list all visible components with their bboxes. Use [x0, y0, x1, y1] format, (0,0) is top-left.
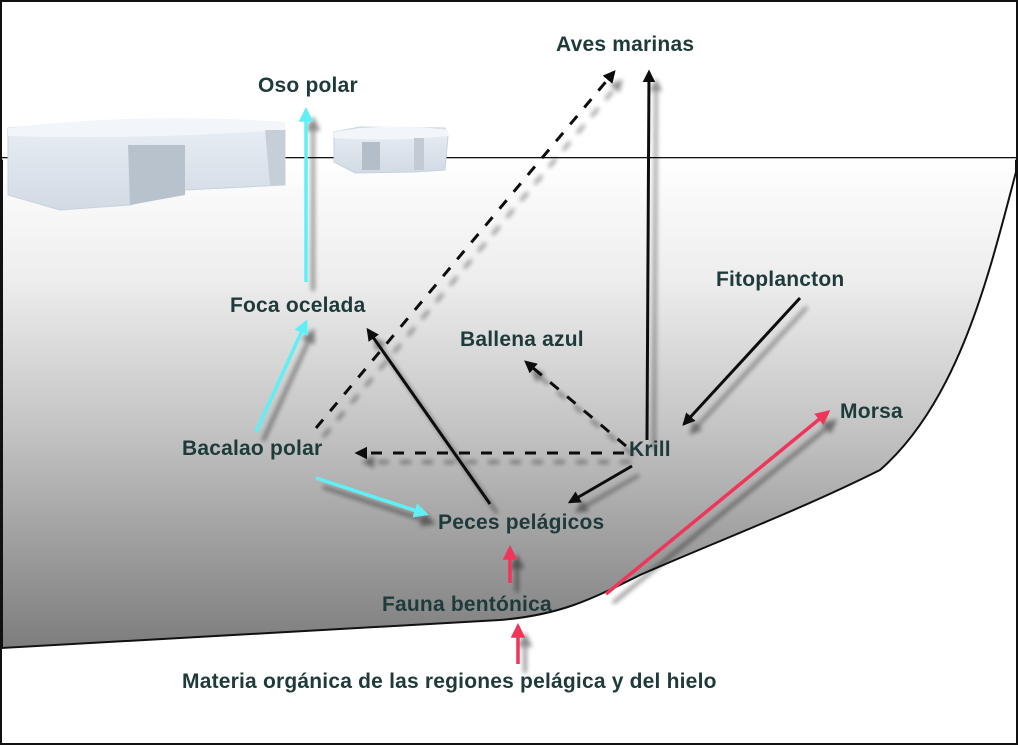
- water-body: [0, 157, 1017, 650]
- label-materia-organica: Materia orgánica de las regiones pelágic…: [182, 670, 717, 693]
- label-peces-pelagicos: Peces pelágicos: [438, 511, 605, 534]
- arrow-peces-pelagicos-to-foca-ocelada: [366, 327, 492, 505]
- label-foca-ocelada: Foca ocelada: [230, 294, 366, 317]
- ice-floe-large: [7, 118, 286, 211]
- label-bacalao-polar: Bacalao polar: [182, 437, 323, 460]
- arrow-krill-to-aves-marinas: [642, 69, 656, 441]
- label-oso-polar: Oso polar: [258, 74, 358, 97]
- label-morsa: Morsa: [840, 400, 903, 423]
- ice-floe-small: [333, 126, 449, 174]
- label-fitoplancton: Fitoplancton: [716, 268, 845, 291]
- arrow-bacalao-to-peces-pelagicos: [315, 476, 429, 518]
- label-ballena-azul: Ballena azul: [460, 328, 584, 351]
- arrow-bacalao-to-foca-ocelada: [254, 319, 308, 433]
- label-fauna-bentonica: Fauna bentónica: [382, 593, 552, 616]
- arrow-fitoplancton-to-krill: [682, 296, 802, 426]
- label-krill: Krill: [629, 438, 671, 461]
- arrow-fauna-to-morsa: [604, 410, 831, 596]
- label-aves-marinas: Aves marinas: [556, 33, 695, 56]
- arrow-krill-to-peces-pelagicos: [567, 464, 633, 504]
